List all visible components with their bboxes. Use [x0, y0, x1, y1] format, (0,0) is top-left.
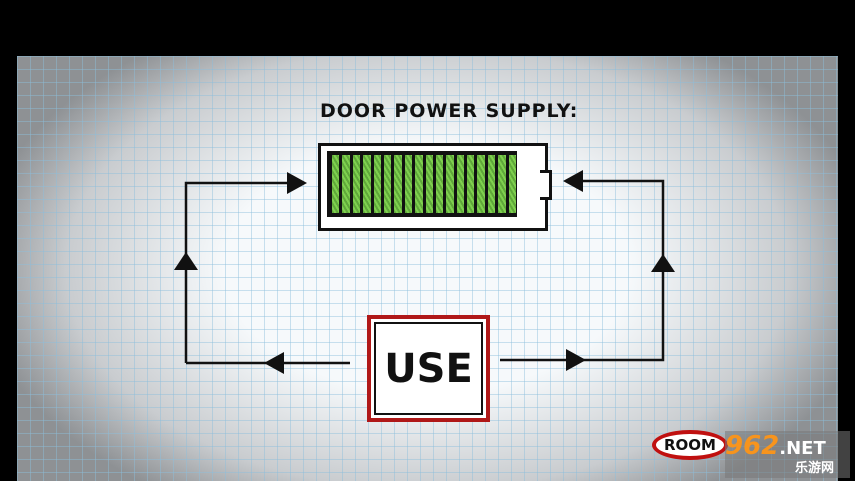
arrow-right-icon: [566, 349, 586, 371]
door-power-supply-label: DOOR POWER SUPPLY:: [320, 100, 579, 122]
arrow-up-icon: [174, 252, 198, 270]
arrow-right-icon: [287, 172, 307, 194]
battery-cells: [327, 151, 517, 217]
battery-cell: [332, 155, 340, 213]
battery-indicator: [318, 143, 548, 231]
battery-cell: [487, 155, 496, 213]
battery-cell: [342, 155, 350, 213]
battery-cell: [373, 155, 381, 213]
battery-cell: [435, 155, 444, 213]
battery-cell: [425, 155, 433, 213]
battery-cell: [352, 155, 361, 213]
arrow-up-icon: [651, 254, 675, 272]
battery-cell: [383, 155, 392, 213]
battery-cell: [498, 155, 506, 213]
arrow-left-icon: [264, 352, 284, 374]
battery-cell: [508, 155, 517, 213]
arrow-left-icon: [563, 170, 583, 192]
battery-cell: [477, 155, 485, 213]
battery-cell: [394, 155, 402, 213]
battery-cell: [363, 155, 371, 213]
battery-cell: [467, 155, 475, 213]
battery-cell: [456, 155, 465, 213]
room-logo: ROOM: [652, 430, 728, 460]
battery-terminal: [540, 170, 552, 200]
battery-cell: [415, 155, 423, 213]
battery-cell: [446, 155, 454, 213]
battery-cell: [404, 155, 413, 213]
use-button[interactable]: USE: [367, 315, 490, 422]
